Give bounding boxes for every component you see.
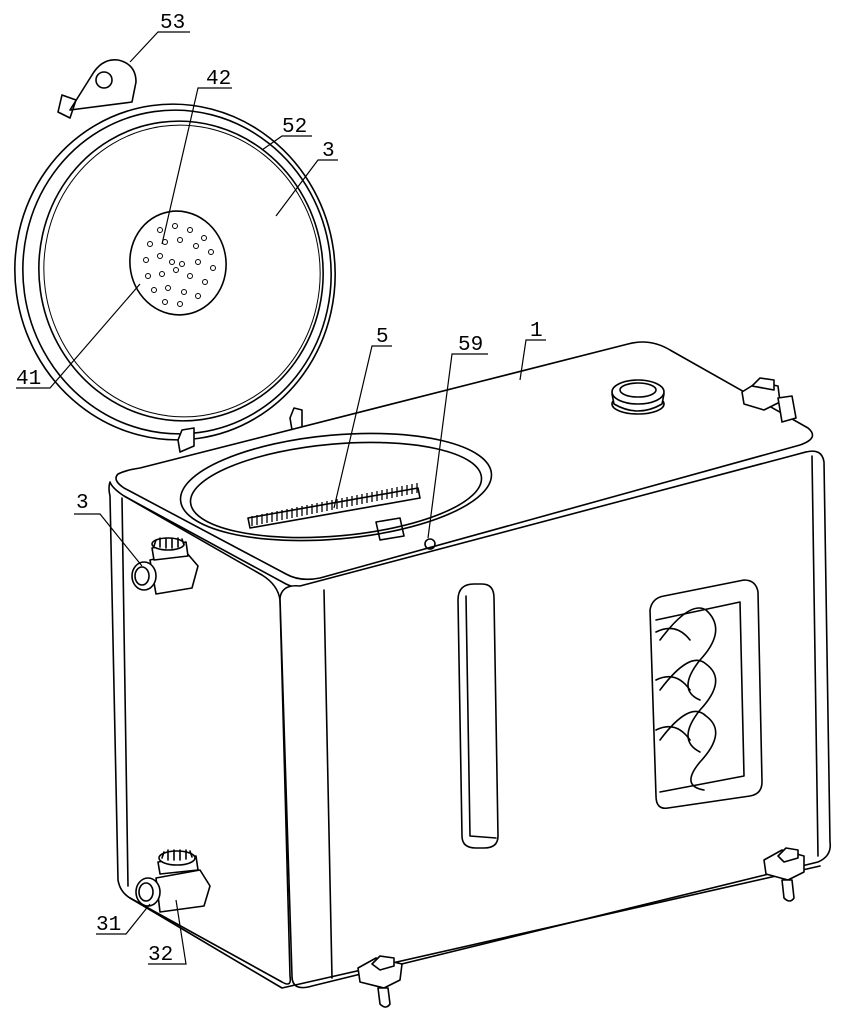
lid-hinge-right	[289, 407, 303, 431]
tank-body	[108, 341, 832, 1008]
callout-31: 31	[96, 914, 121, 937]
callout-42: 42	[206, 68, 231, 91]
vent-hole-59	[424, 538, 436, 550]
callout-3-lid: 3	[322, 140, 335, 163]
filter-holes	[143, 223, 216, 307]
callout-3-side: 3	[76, 492, 89, 515]
lid-hinge-left	[177, 427, 195, 453]
callout-59: 59	[458, 334, 483, 357]
callout-52: 52	[282, 116, 307, 139]
spiral-window-inner	[655, 601, 745, 793]
callout-1: 1	[530, 320, 543, 343]
valve-lower	[135, 849, 211, 913]
tank-corner-line-2	[121, 497, 129, 887]
slot-window-inner	[465, 595, 497, 839]
tank-right-edge	[811, 455, 819, 857]
tank-opening-outer	[179, 432, 493, 542]
spiral-screw	[655, 607, 717, 791]
callout-41: 41	[16, 368, 41, 391]
lid	[14, 58, 336, 453]
foot-bolt-front	[357, 955, 403, 1008]
foot-bolt-back	[741, 377, 797, 423]
slot-window	[457, 583, 499, 849]
lid-inner-face	[38, 120, 324, 422]
lid-hinge-tab	[69, 58, 137, 111]
callout-5: 5	[376, 326, 389, 349]
brush-support	[375, 517, 405, 541]
lid-hinge-hole	[95, 71, 113, 89]
lid-hinge-knuckle	[57, 94, 77, 119]
valve-upper	[131, 537, 199, 595]
lid-inner-face-2	[43, 124, 321, 418]
foot-bolt-right	[763, 847, 805, 902]
brush-bristles	[251, 483, 418, 526]
tank-front-face	[279, 450, 832, 989]
top-cap-inner	[619, 382, 657, 398]
callout-53: 53	[160, 12, 185, 35]
lid-rim-2	[22, 109, 332, 435]
callouts: 53 42 52 3 41 5 59 1 3 31 32	[16, 12, 546, 967]
spiral-window	[649, 579, 763, 810]
tank-corner-line	[323, 589, 333, 979]
tank-opening-inner	[189, 441, 483, 539]
tank-left-face	[108, 481, 292, 985]
callout-32: 32	[148, 944, 173, 967]
